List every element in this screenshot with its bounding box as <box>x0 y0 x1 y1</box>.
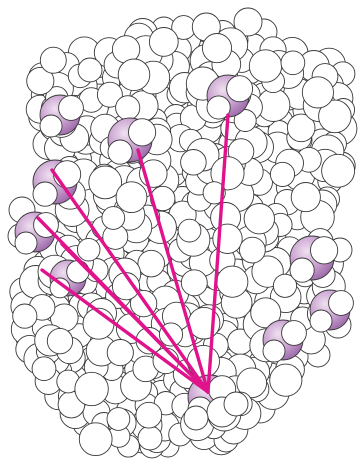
atom <box>233 7 263 37</box>
atom <box>318 99 352 134</box>
oxygen-atom <box>107 139 133 165</box>
highlighted-phosphate-group <box>289 235 339 283</box>
atom <box>321 153 356 188</box>
oxygen-atom <box>309 309 333 333</box>
oxygen-atom <box>262 339 286 363</box>
atom <box>239 236 266 264</box>
atom <box>236 367 268 399</box>
distance-lines <box>36 113 230 394</box>
atom <box>78 422 113 457</box>
oxygen-atom <box>53 160 82 189</box>
atom <box>180 269 208 297</box>
distance-line <box>40 268 210 394</box>
atom <box>96 81 123 108</box>
atom <box>88 165 123 200</box>
atom <box>201 33 233 64</box>
atom <box>115 181 148 214</box>
foreground-atoms <box>183 391 249 431</box>
atom <box>74 371 109 407</box>
atom <box>31 356 57 382</box>
highlighted-phosphate-group <box>309 289 354 333</box>
atom <box>286 113 316 143</box>
oxygen-atom <box>58 95 84 121</box>
atom <box>177 218 202 243</box>
atom <box>183 405 209 431</box>
atom <box>115 95 141 121</box>
oxygen-atom <box>128 118 157 147</box>
atom <box>39 46 67 74</box>
distance-line <box>136 148 210 394</box>
atom <box>12 303 38 329</box>
oxygen-atom <box>328 290 354 316</box>
atom <box>101 206 126 230</box>
atom <box>290 182 321 213</box>
oxygen-atom <box>310 236 339 265</box>
distance-line <box>50 168 210 394</box>
highlighted-phosphate-group <box>107 117 157 165</box>
highlighted-phosphate-group <box>262 319 307 363</box>
atom <box>223 391 249 417</box>
oxygen-atom <box>226 75 254 103</box>
atom <box>135 401 163 429</box>
atom <box>148 27 179 57</box>
oxygen-atom <box>39 114 63 138</box>
oxygen-atom <box>49 277 71 299</box>
atom <box>280 50 306 76</box>
atom <box>77 57 103 83</box>
atom <box>210 156 245 191</box>
atom <box>46 327 74 355</box>
oxygen-atom <box>14 231 38 255</box>
atom <box>272 273 298 298</box>
atom <box>26 66 55 96</box>
oxygen-atom <box>289 257 315 283</box>
oxygen-atom <box>32 181 58 207</box>
atom <box>269 161 296 187</box>
atom <box>137 425 163 451</box>
atom <box>250 297 282 329</box>
atom <box>180 149 207 176</box>
oxygen-atom <box>206 95 231 120</box>
atom <box>76 237 101 262</box>
distance-line <box>206 113 230 394</box>
atom <box>137 249 165 278</box>
atom <box>301 76 334 109</box>
oxygen-atom <box>66 260 90 284</box>
oxygen-atom <box>281 320 307 346</box>
atom <box>117 58 151 92</box>
atom <box>233 109 257 132</box>
atom <box>216 265 249 298</box>
atom <box>269 363 303 397</box>
distance-line <box>60 242 210 394</box>
atom <box>202 181 226 205</box>
atom <box>106 339 134 367</box>
atom <box>243 203 275 235</box>
atom <box>248 49 283 83</box>
atom-cluster <box>7 7 358 459</box>
highlighted-phosphate-group <box>39 94 84 138</box>
atom <box>106 407 131 431</box>
